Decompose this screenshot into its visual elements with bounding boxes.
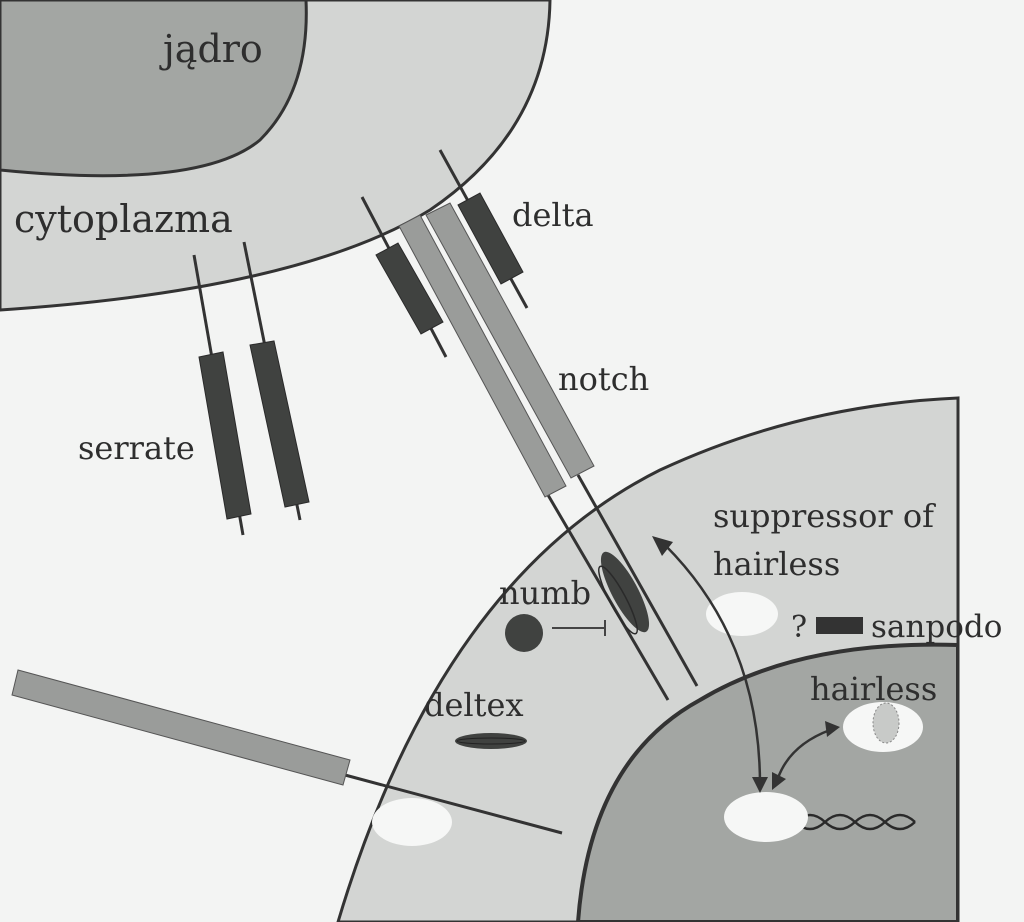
label-serrate: serrate: [78, 429, 195, 467]
transport-arrow-head-top: [652, 536, 673, 556]
numb-protein: [505, 614, 543, 652]
sanpodo-protein: [816, 617, 863, 634]
label-delta: delta: [512, 196, 594, 234]
numb-inhibition-arrow: [552, 620, 606, 636]
notch-intracellular-protein: [598, 551, 650, 635]
label-nucleus: jądro: [159, 27, 263, 71]
receptor-complex-white: [372, 798, 452, 846]
label-sanpodo: sanpodo: [871, 609, 1002, 645]
label-numb: numb: [499, 574, 591, 612]
upper-cell-nucleus: [0, 0, 308, 178]
exchange-arrow: [776, 728, 831, 779]
delta-receptor-left: [360, 196, 448, 358]
notch-receptor-right: [425, 202, 699, 687]
long-receptor: [11, 669, 563, 846]
serrate-receptor-left: [192, 254, 252, 536]
exchange-arrow-head-top: [825, 721, 840, 737]
label-hairless: hairless: [810, 670, 937, 708]
label-cytoplasm: cytoplazma: [14, 197, 233, 241]
label-question-mark: ?: [791, 610, 807, 645]
serrate-receptor-right: [242, 241, 310, 521]
label-notch: notch: [558, 360, 649, 398]
label-deltex: deltex: [424, 686, 524, 724]
exchange-arrow-head-bottom: [772, 772, 786, 790]
transport-arrow: [664, 544, 762, 786]
dna-bound-complex: [724, 792, 808, 842]
label-suppressor-line2: hairless: [713, 545, 840, 583]
hairless-bound-factor: [872, 702, 900, 744]
transport-arrow-head-bottom: [752, 777, 768, 793]
label-suppressor-line1: suppressor of: [713, 497, 936, 535]
deltex-protein: [455, 733, 527, 749]
delta-receptor-right: [438, 149, 529, 309]
